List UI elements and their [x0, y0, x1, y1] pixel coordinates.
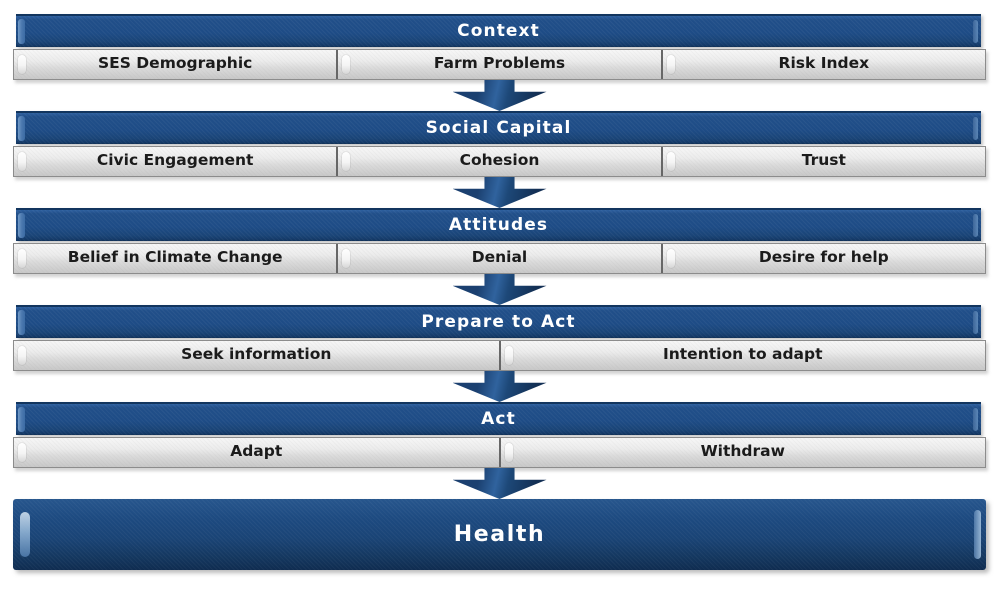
- sub-item: Belief in Climate Change: [14, 244, 337, 273]
- bevel-highlight-right-icon: [973, 214, 978, 237]
- capsule-highlight-icon: [666, 152, 675, 171]
- sub-item-label: Desire for help: [758, 248, 889, 267]
- sub-item: SES Demographic: [14, 50, 337, 79]
- stage-attitudes: Attitudes Belief in Climate Change Denia…: [13, 208, 986, 274]
- sub-item-label: Risk Index: [778, 54, 870, 73]
- sub-item-label: Denial: [471, 248, 528, 267]
- sub-item-label: Cohesion: [459, 151, 540, 170]
- down-arrow-icon: [452, 274, 547, 305]
- sub-row-social-capital: Civic Engagement Cohesion Trust: [13, 146, 986, 177]
- sub-item-label: Adapt: [230, 442, 283, 461]
- sub-item: Cohesion: [336, 147, 661, 176]
- bevel-highlight-left-icon: [18, 310, 25, 335]
- sub-row-act: Adapt Withdraw: [13, 437, 986, 468]
- sub-row-attitudes: Belief in Climate Change Denial Desire f…: [13, 243, 986, 274]
- capsule-highlight-icon: [342, 249, 351, 268]
- capsule-highlight-icon: [342, 152, 351, 171]
- stage-prepare-to-act: Prepare to Act Seek information Intentio…: [13, 305, 986, 371]
- flow-connector: [13, 177, 986, 208]
- sub-item-label: Farm Problems: [433, 54, 566, 73]
- sub-row-context: SES Demographic Farm Problems Risk Index: [13, 49, 986, 80]
- sub-row-prepare-to-act: Seek information Intention to adapt: [13, 340, 986, 371]
- sub-item: Trust: [660, 147, 985, 176]
- capsule-highlight-left-icon: [20, 512, 30, 557]
- capsule-highlight-icon: [18, 55, 26, 74]
- bevel-highlight-right-icon: [973, 117, 978, 140]
- health-title: Health: [453, 522, 546, 547]
- stage-title: Act: [481, 408, 516, 429]
- stage-header-social-capital: Social Capital: [16, 111, 981, 144]
- sub-item: Intention to adapt: [498, 341, 985, 370]
- down-arrow-icon: [452, 177, 547, 208]
- bevel-highlight-right-icon: [973, 408, 978, 431]
- stage-act: Act Adapt Withdraw: [13, 402, 986, 468]
- sub-item: Civic Engagement: [14, 147, 337, 176]
- stage-health: Health: [13, 499, 986, 570]
- stage-title: Attitudes: [448, 214, 549, 235]
- flow-connector: [13, 274, 986, 305]
- sub-item: Adapt: [14, 438, 499, 467]
- capsule-highlight-icon: [18, 249, 26, 268]
- sub-item: Denial: [336, 244, 661, 273]
- sub-item: Desire for help: [660, 244, 985, 273]
- down-arrow-icon: [452, 371, 547, 402]
- sub-item: Farm Problems: [336, 50, 661, 79]
- stage-header-attitudes: Attitudes: [16, 208, 981, 241]
- sub-item-label: Intention to adapt: [662, 345, 823, 364]
- sub-item-label: Civic Engagement: [96, 151, 254, 170]
- stage-header-prepare-to-act: Prepare to Act: [16, 305, 981, 338]
- capsule-highlight-icon: [666, 55, 675, 74]
- bevel-highlight-right-icon: [973, 20, 978, 43]
- stage-title: Context: [457, 20, 540, 41]
- flow-connector: [13, 80, 986, 111]
- stage-header-act: Act: [16, 402, 981, 435]
- stage-title: Social Capital: [425, 117, 572, 138]
- capsule-highlight-icon: [18, 346, 26, 365]
- bevel-highlight-left-icon: [18, 19, 25, 44]
- sub-item: Risk Index: [660, 50, 985, 79]
- bevel-highlight-right-icon: [974, 510, 981, 559]
- sub-item-label: Belief in Climate Change: [67, 248, 283, 267]
- bevel-highlight-left-icon: [18, 116, 25, 141]
- stage-context: Context SES Demographic Farm Problems Ri…: [13, 14, 986, 80]
- sub-item-label: Trust: [801, 151, 846, 170]
- capsule-highlight-icon: [342, 55, 351, 74]
- sub-item-label: SES Demographic: [98, 54, 253, 73]
- sub-item-label: Seek information: [181, 345, 332, 364]
- stage-title: Prepare to Act: [421, 311, 576, 332]
- bevel-highlight-right-icon: [973, 311, 978, 334]
- flow-connector: [13, 371, 986, 402]
- down-arrow-icon: [452, 468, 547, 499]
- capsule-highlight-icon: [504, 346, 513, 365]
- sub-item-label: Withdraw: [700, 442, 785, 461]
- capsule-highlight-icon: [18, 443, 26, 462]
- bevel-highlight-left-icon: [18, 407, 25, 432]
- capsule-highlight-icon: [18, 152, 26, 171]
- sub-item: Seek information: [14, 341, 499, 370]
- sub-item: Withdraw: [498, 438, 985, 467]
- down-arrow-icon: [452, 80, 547, 111]
- bevel-highlight-left-icon: [18, 213, 25, 238]
- diagram-stack: Context SES Demographic Farm Problems Ri…: [13, 14, 986, 570]
- stage-social-capital: Social Capital Civic Engagement Cohesion…: [13, 111, 986, 177]
- capsule-highlight-icon: [504, 443, 513, 462]
- flow-connector: [13, 468, 986, 499]
- capsule-highlight-icon: [666, 249, 675, 268]
- stage-header-context: Context: [16, 14, 981, 47]
